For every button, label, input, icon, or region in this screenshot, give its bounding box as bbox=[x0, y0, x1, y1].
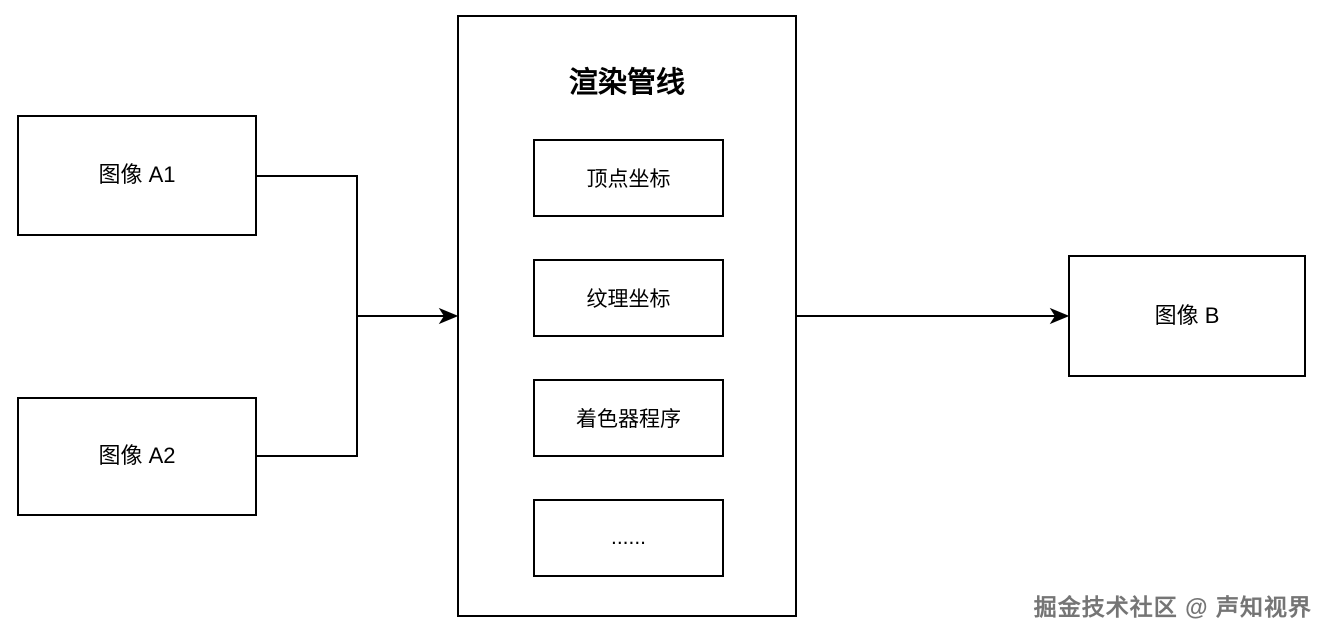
pipeline-title: 渲染管线 bbox=[568, 67, 685, 99]
pipeline-stage-ellipsis: ...... bbox=[533, 499, 724, 577]
pipeline-stage-label: 着色器程序 bbox=[576, 408, 681, 431]
pipeline-stage-vertex-coords: 顶点坐标 bbox=[533, 139, 724, 217]
pipeline-stage-label: ...... bbox=[610, 526, 646, 549]
node-image-b-label: 图像 B bbox=[1154, 302, 1220, 328]
node-image-b: 图像 B bbox=[1068, 255, 1306, 377]
arrowhead-pipeline bbox=[438, 307, 459, 325]
arrowhead-image-b bbox=[1049, 307, 1070, 325]
node-image-a1-label: 图像 A1 bbox=[98, 162, 176, 188]
pipeline-stage-label: 顶点坐标 bbox=[586, 168, 671, 191]
pipeline-stage-shader-program: 着色器程序 bbox=[533, 379, 724, 457]
node-image-a2: 图像 A2 bbox=[17, 397, 257, 516]
node-image-a1: 图像 A1 bbox=[17, 115, 257, 236]
pipeline-stage-label: 纹理坐标 bbox=[586, 288, 671, 311]
watermark-text: 掘金技术社区 @ 声知视界 bbox=[1033, 594, 1312, 620]
node-render-pipeline: 渲染管线 顶点坐标 纹理坐标 着色器程序 ...... bbox=[457, 15, 797, 617]
pipeline-stage-texture-coords: 纹理坐标 bbox=[533, 259, 724, 337]
node-image-a2-label: 图像 A2 bbox=[98, 443, 176, 469]
